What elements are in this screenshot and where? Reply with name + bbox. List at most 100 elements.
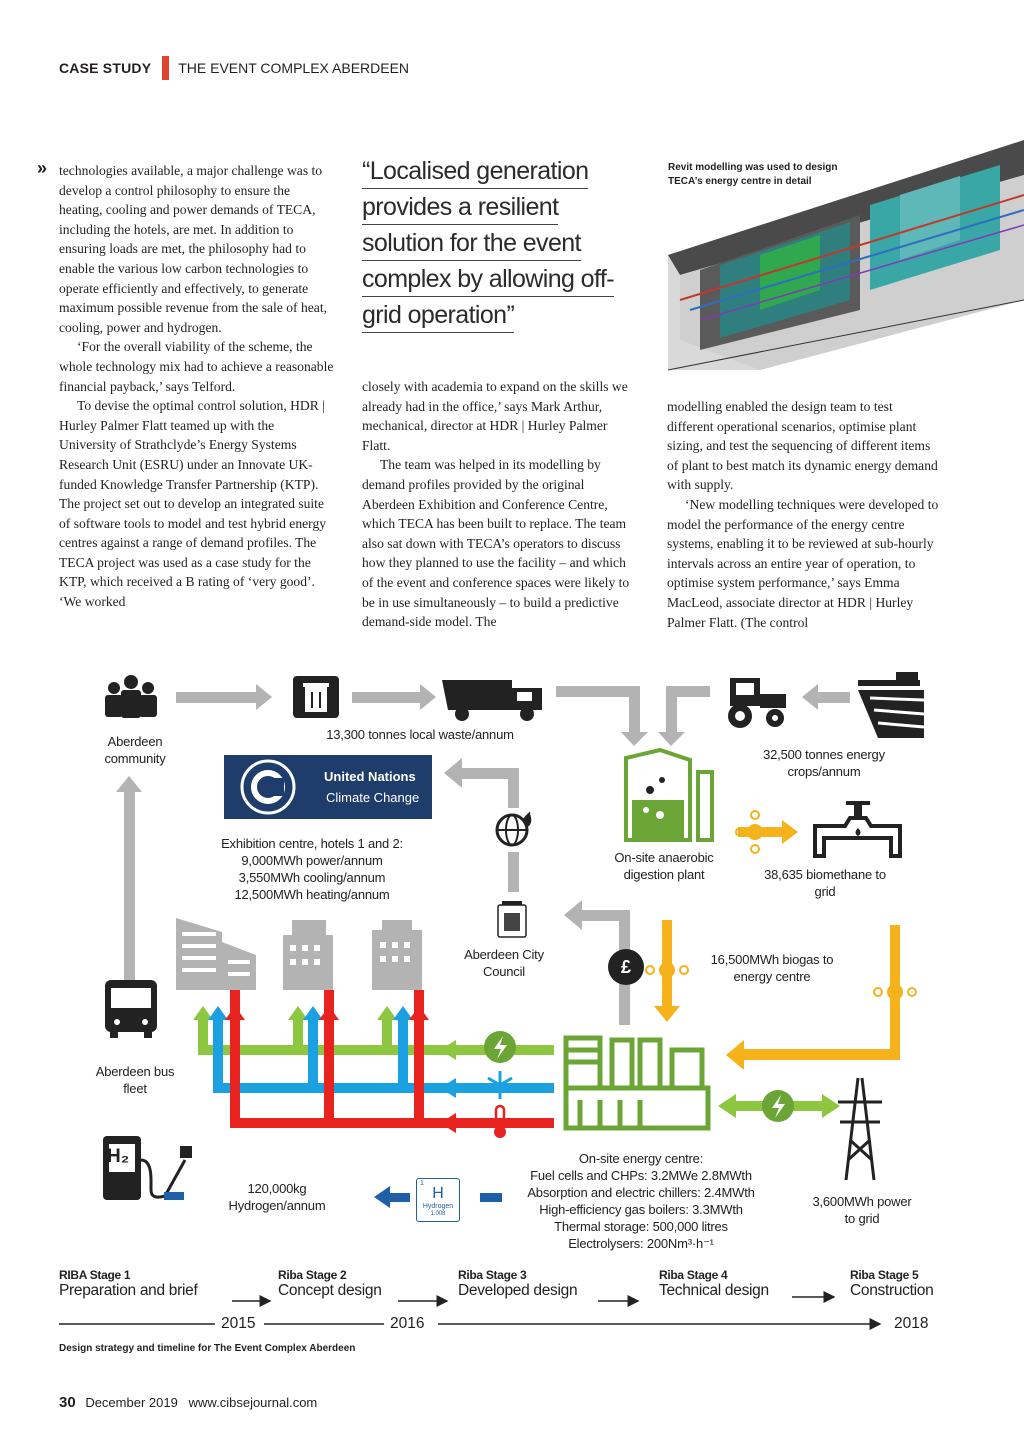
element-name: Hydrogen bbox=[422, 1203, 454, 1210]
stage-number: Riba Stage 5 bbox=[850, 1268, 919, 1282]
paragraph: modelling enabled the design team to tes… bbox=[667, 399, 938, 493]
pull-quote-line: complex by allowing off- bbox=[362, 262, 615, 297]
stage-name: Construction bbox=[850, 1282, 934, 1299]
stage-name: Preparation and brief bbox=[59, 1282, 198, 1299]
power-icon bbox=[484, 1031, 516, 1063]
crops-label: 32,500 tonnes energy crops/annum bbox=[763, 747, 885, 779]
pull-quote-line: grid operation” bbox=[362, 298, 515, 333]
timeline-stage-5: Riba Stage 5 Construction bbox=[850, 1268, 934, 1300]
energy-centre-line: Fuel cells and CHPs: 3.2MWe 2.8MWth bbox=[530, 1168, 752, 1183]
community-icon bbox=[105, 675, 157, 718]
stage-number: Riba Stage 3 bbox=[458, 1268, 527, 1282]
pull-quote-line: solution for the event bbox=[362, 226, 582, 261]
anaerobic-digester-icon bbox=[624, 747, 714, 842]
atomic-mass: 1.008 bbox=[430, 1211, 446, 1217]
paragraph: closely with academia to expand on the s… bbox=[362, 379, 628, 453]
section-kicker: CASE STUDY bbox=[59, 60, 152, 76]
image-caption: Revit modelling was used to design TECA’… bbox=[668, 162, 838, 187]
stage-number: Riba Stage 2 bbox=[278, 1268, 347, 1282]
bus-icon bbox=[105, 980, 157, 1038]
pull-quote: “Localised generation provides a resilie… bbox=[362, 154, 634, 334]
paragraph: To devise the optimal control solution, … bbox=[59, 398, 327, 610]
hydrogen-pump-icon bbox=[103, 1136, 192, 1200]
header-accent-bar bbox=[162, 56, 170, 80]
website-link[interactable]: www.cibsejournal.com bbox=[188, 1395, 318, 1410]
pull-quote-line: “Localised generation bbox=[362, 154, 589, 189]
issue-date: December 2019 bbox=[85, 1395, 178, 1410]
paragraph: ‘New modelling techniques were developed… bbox=[667, 496, 939, 630]
page-header: CASE STUDY THE EVENT COMPLEX ABERDEEN bbox=[59, 56, 409, 80]
grid-label: 3,600MWh power to grid bbox=[812, 1194, 912, 1226]
timeline-stage-3: Riba Stage 3 Developed design bbox=[458, 1268, 578, 1300]
energy-centre-line: On-site energy centre: bbox=[578, 1151, 704, 1166]
bus-label: Aberdeen bus fleet bbox=[95, 1064, 175, 1096]
energy-centre-line: Absorption and electric chillers: 2.4MWt… bbox=[527, 1185, 755, 1200]
revit-model-image bbox=[667, 140, 1024, 371]
garbage-truck-icon bbox=[442, 680, 542, 721]
paragraph: The team was helped in its modelling by … bbox=[362, 457, 630, 630]
community-label: Aberdeen community bbox=[104, 734, 166, 766]
hydrogen-element-tile: 1 H Hydrogen 1.008 bbox=[416, 1178, 460, 1222]
h2-label: H₂ bbox=[107, 1146, 130, 1167]
stage-number: Riba Stage 4 bbox=[659, 1268, 728, 1282]
atomic-number: 1 bbox=[420, 1180, 424, 1187]
timeline-stage-4: Riba Stage 4 Technical design bbox=[659, 1268, 769, 1300]
hydrogen-label: 120,000kg Hydrogen/annum bbox=[228, 1181, 326, 1213]
biomethane-label: 38,635 biomethane to grid bbox=[764, 867, 886, 899]
figure-caption: Design strategy and timeline for The Eve… bbox=[59, 1343, 356, 1354]
biogas-label: 16,500MWh biogas to energy centre bbox=[710, 952, 834, 984]
element-symbol: H bbox=[432, 1185, 444, 1202]
council-crest-icon bbox=[497, 901, 527, 938]
stage-name: Concept design bbox=[278, 1282, 382, 1299]
energy-centre-line: Electrolysers: 200Nm³·h⁻¹ bbox=[568, 1236, 714, 1251]
energy-centre-label: On-site energy centre: Fuel cells and CH… bbox=[498, 1150, 784, 1252]
waste-label: 13,300 tonnes local waste/annum bbox=[326, 727, 514, 742]
timeline-arrows bbox=[59, 1291, 882, 1330]
farm-field-icon bbox=[858, 672, 925, 738]
timeline-year: 2015 bbox=[221, 1315, 256, 1332]
article-title: THE EVENT COMPLEX ABERDEEN bbox=[178, 60, 410, 76]
exhibition-line: Exhibition centre, hotels 1 and 2: bbox=[221, 836, 403, 851]
exhibition-line: 12,500MWh heating/annum bbox=[234, 887, 390, 902]
un-subtitle: Climate Change bbox=[326, 790, 420, 805]
thermometer-icon bbox=[494, 1104, 506, 1138]
page-footer: 30 December 2019 www.cibsejournal.com bbox=[59, 1394, 317, 1411]
pound-icon bbox=[608, 949, 644, 985]
exhibition-line: 3,550MWh cooling/annum bbox=[238, 870, 386, 885]
globe-icon bbox=[495, 812, 532, 847]
timeline-stage-2: Riba Stage 2 Concept design bbox=[278, 1268, 382, 1300]
page-number: 30 bbox=[59, 1394, 76, 1411]
tractor-icon bbox=[728, 678, 786, 728]
timeline-year: 2016 bbox=[390, 1315, 425, 1332]
continued-icon: » bbox=[37, 158, 48, 178]
exhibition-label: Exhibition centre, hotels 1 and 2: 9,000… bbox=[196, 835, 428, 903]
paragraph: technologies available, a major challeng… bbox=[59, 163, 328, 335]
waste-bin-icon bbox=[293, 676, 339, 718]
energy-centre-line: High-efficiency gas boilers: 3.3MWth bbox=[539, 1202, 743, 1217]
stage-number: RIBA Stage 1 bbox=[59, 1268, 131, 1282]
exhibition-line: 9,000MWh power/annum bbox=[241, 853, 383, 868]
ad-plant-label: On-site anaerobic digestion plant bbox=[614, 850, 714, 882]
exhibition-buildings bbox=[176, 918, 422, 990]
pull-quote-line: provides a resilient bbox=[362, 190, 559, 225]
energy-pipes bbox=[193, 990, 554, 1133]
stage-name: Technical design bbox=[659, 1282, 769, 1299]
timeline-stage-1: RIBA Stage 1 Preparation and brief bbox=[59, 1268, 198, 1300]
snowflake-icon bbox=[487, 1071, 513, 1099]
building-windows bbox=[182, 932, 410, 976]
un-name: United Nations bbox=[324, 769, 416, 784]
paragraph: ‘For the overall viability of the scheme… bbox=[59, 339, 334, 394]
body-column-1: technologies available, a major challeng… bbox=[59, 161, 334, 612]
un-climate-change-logo bbox=[224, 755, 432, 819]
hydrogen-arrow bbox=[374, 1186, 502, 1208]
council-label: Aberdeen City Council bbox=[464, 947, 544, 979]
energy-centre-line: Thermal storage: 500,000 litres bbox=[554, 1219, 728, 1234]
body-column-3: modelling enabled the design team to tes… bbox=[667, 397, 942, 632]
timeline-year: 2018 bbox=[894, 1315, 929, 1332]
power-to-grid-arrow bbox=[718, 1090, 840, 1122]
stage-name: Developed design bbox=[458, 1282, 578, 1299]
pylon-icon bbox=[838, 1077, 882, 1181]
pound-symbol: £ bbox=[620, 957, 631, 977]
energy-centre-icon bbox=[563, 1035, 711, 1131]
